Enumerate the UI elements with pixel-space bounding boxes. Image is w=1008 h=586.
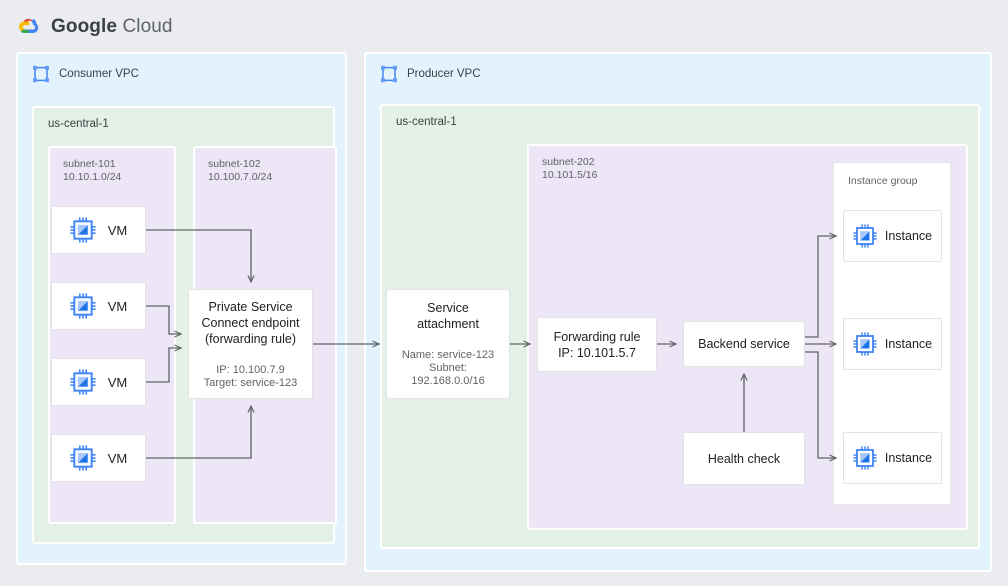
psc-endpoint-ip: IP: 10.100.7.9 — [216, 363, 285, 376]
instance-card-3-label: Instance — [884, 451, 933, 465]
vm-card-1[interactable]: VM — [51, 206, 146, 254]
forwarding-rule-title: Forwarding rule — [553, 329, 641, 344]
backend-service-card[interactable]: Backend service — [683, 321, 805, 367]
producer-vpc-title: Producer VPC — [407, 68, 481, 80]
subnet-202-name: subnet-202 — [542, 156, 595, 168]
service-attachment-name: Name: service-123 — [401, 349, 495, 361]
vm-card-1-label: VM — [107, 222, 128, 238]
vm-card-3-label: VM — [107, 374, 128, 390]
consumer-region-label: us-central-1 — [48, 118, 109, 130]
psc-endpoint-card[interactable]: Private Service Connect endpoint (forwar… — [188, 289, 313, 399]
instance-card-3[interactable]: Instance — [843, 432, 942, 484]
psc-endpoint-details: IP: 10.100.7.9 Target: service-123 — [204, 364, 298, 390]
vm-card-2-label: VM — [107, 298, 128, 314]
service-attachment-title: Service attachment — [417, 301, 479, 331]
vpc-network-icon — [33, 65, 49, 83]
google-cloud-logo-icon — [19, 18, 39, 33]
brand-cloud: Cloud — [122, 16, 173, 37]
producer-vpc-header: Producer VPC — [380, 65, 481, 83]
brand-google: Google — [51, 16, 118, 37]
service-attachment-card[interactable]: Service attachment Name: service-123 Sub… — [386, 289, 510, 399]
consumer-vpc-header: Consumer VPC — [32, 65, 139, 83]
health-check-label: Health check — [707, 451, 781, 466]
compute-instance-icon — [70, 293, 96, 319]
consumer-vpc-title: Consumer VPC — [59, 68, 139, 80]
vpc-network-icon — [381, 65, 397, 83]
forwarding-rule-card[interactable]: Forwarding rule IP: 10.101.5.7 — [537, 317, 657, 372]
forwarding-rule-ip: IP: 10.101.5.7 — [558, 345, 636, 360]
subnet-101-name: subnet-101 — [63, 158, 116, 170]
instance-card-2[interactable]: Instance — [843, 318, 942, 370]
service-attachment-subnet-label: Subnet: — [429, 362, 467, 374]
service-attachment-details: Name: service-123 Subnet: 192.168.0.0/16 — [402, 349, 494, 388]
compute-instance-icon — [70, 217, 96, 243]
psc-endpoint-title: Private Service Connect endpoint (forwar… — [201, 299, 300, 346]
subnet-101-cidr: 10.10.1.0/24 — [63, 171, 122, 183]
instance-card-1[interactable]: Instance — [843, 210, 942, 262]
subnet-102-cidr: 10.100.7.0/24 — [208, 171, 273, 183]
compute-instance-icon — [70, 445, 96, 471]
app-header: Google Cloud — [16, 12, 173, 42]
instance-group-title: Instance group — [848, 175, 918, 187]
subnet-202-cidr: 10.101.5/16 — [542, 169, 598, 181]
compute-instance-icon — [853, 446, 877, 470]
vm-card-4[interactable]: VM — [51, 434, 146, 482]
instance-card-1-label: Instance — [884, 229, 933, 243]
compute-instance-icon — [853, 224, 877, 248]
service-attachment-subnet-cidr: 192.168.0.0/16 — [411, 375, 485, 387]
vm-card-2[interactable]: VM — [51, 282, 146, 330]
vm-card-3[interactable]: VM — [51, 358, 146, 406]
backend-service-label: Backend service — [698, 337, 790, 351]
brand-text: Google Cloud — [51, 16, 173, 38]
producer-region-label: us-central-1 — [396, 116, 457, 128]
compute-instance-icon — [70, 369, 96, 395]
instance-card-2-label: Instance — [884, 337, 933, 351]
psc-endpoint-target: Target: service-123 — [203, 376, 298, 389]
health-check-card[interactable]: Health check — [683, 432, 805, 485]
subnet-102-name: subnet-102 — [208, 158, 261, 170]
forwarding-rule-text: Forwarding rule IP: 10.101.5.7 — [554, 329, 641, 361]
compute-instance-icon — [853, 332, 877, 356]
vm-card-4-label: VM — [107, 450, 128, 466]
